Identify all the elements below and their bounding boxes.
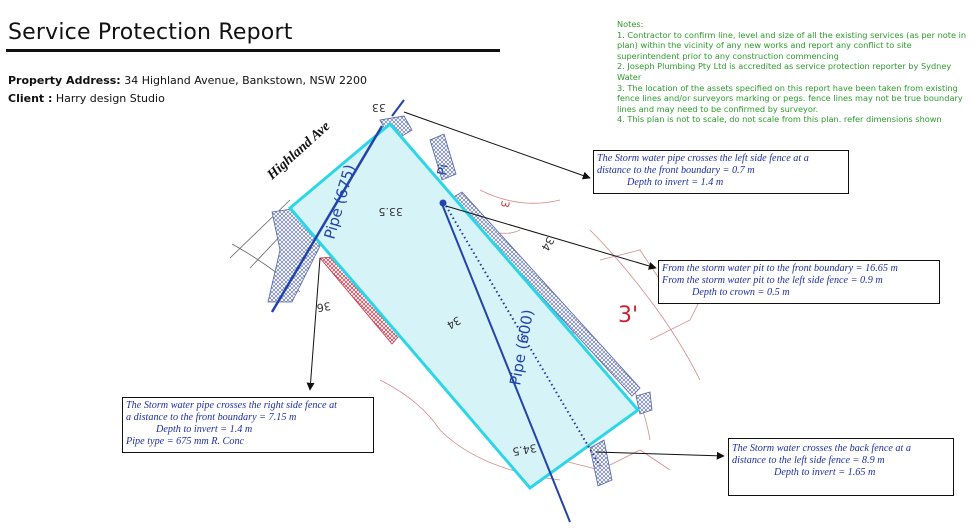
callout-back-fence-line3: Depth to invert = 1.65 m [774,467,876,478]
left-side-fence-hatch [451,191,641,397]
callout-left-fence-line3: Depth to invert = 1.4 m [627,177,724,188]
property-lot [287,121,641,491]
note-1: 1. Contractor to confirm line, level and… [617,29,967,61]
leader-back-fence [595,451,725,460]
callout-back-fence-line1: The Storm water crosses the back fence a… [732,443,912,454]
contour-label-34-top: 34 [538,235,556,254]
callout-right-fence-line1: The Storm water pipe crosses the right s… [126,400,337,411]
storm-water-pit [439,199,447,207]
note-4: 4. This plan is not to scale, do not sca… [617,114,942,125]
pipe-top-label: Pi [435,163,452,177]
callout-right-fence-line3: Depth to invert = 1.4 m [156,424,253,435]
pipe-stub [391,99,405,117]
contour-label-3-red: 3 [498,199,512,208]
callout-right-fence: The Storm water pipe crosses the right s… [122,397,374,453]
note-2: 2. Joseph Plumbing Pty Ltd is accredited… [617,61,952,82]
client-info: Client : Harry design Studio [8,92,165,105]
callout-back-fence: The Storm water crosses the back fence a… [728,438,954,496]
client-label: Client : [8,92,53,105]
contour-label-3-big: 3' [618,303,638,328]
callout-pit-line3: Depth to crown = 0.5 m [692,287,790,298]
property-address-value: 34 Highland Avenue, Bankstown, NSW 2200 [124,74,368,87]
callout-left-fence-line1: The Storm water pipe crosses the left si… [597,153,809,164]
leader-left-fence [403,111,591,180]
pipe-600 [441,203,571,523]
pipe-675 [270,125,384,313]
note-3: 3. The location of the assets specified … [617,82,963,114]
back-fence-hatch [589,439,613,487]
property-address-label: Property Address: [8,74,121,87]
callout-pit-line2: From the storm water pit to the left sid… [662,275,883,286]
notes-block: Notes: 1. Contractor to confirm line, le… [617,19,973,125]
contour-label-36: 36 [316,299,332,314]
property-address: Property Address: 34 Highland Avenue, Ba… [8,74,367,87]
side-fence-hatch-top [429,133,457,181]
callout-back-fence-line2: distance to the left side fence = 8.9 m [732,455,885,466]
callout-left-fence: The Storm water pipe crosses the left si… [593,150,849,194]
leader-right-fence [306,257,321,391]
callout-right-fence-line4: Pipe type = 675 mm R. Conc [126,436,245,447]
callout-pit: From the storm water pit to the front bo… [658,260,940,304]
callout-left-fence-line2: distance to the front boundary = 0.7 m [597,165,755,176]
pipe-offset-dotted [445,205,601,467]
back-right-hatch [635,391,653,415]
client-value: Harry design Studio [55,92,165,105]
contour-label-34-5: 34.5 [511,441,537,458]
leader-pit [445,205,657,270]
title-underline [6,49,500,52]
contour-label-33-5: 33.5 [379,205,404,218]
callout-right-fence-line2: a distance to the front boundary = 7.15 … [126,412,297,423]
contour-label-34: 34 [444,313,463,331]
contour-label-33: 33 [372,101,386,114]
street-label: Highland Ave [264,119,333,184]
callout-pit-line1: From the storm water pit to the front bo… [662,263,898,274]
page-title: Service Protection Report [8,20,293,45]
notes-heading: Notes: [617,19,644,29]
